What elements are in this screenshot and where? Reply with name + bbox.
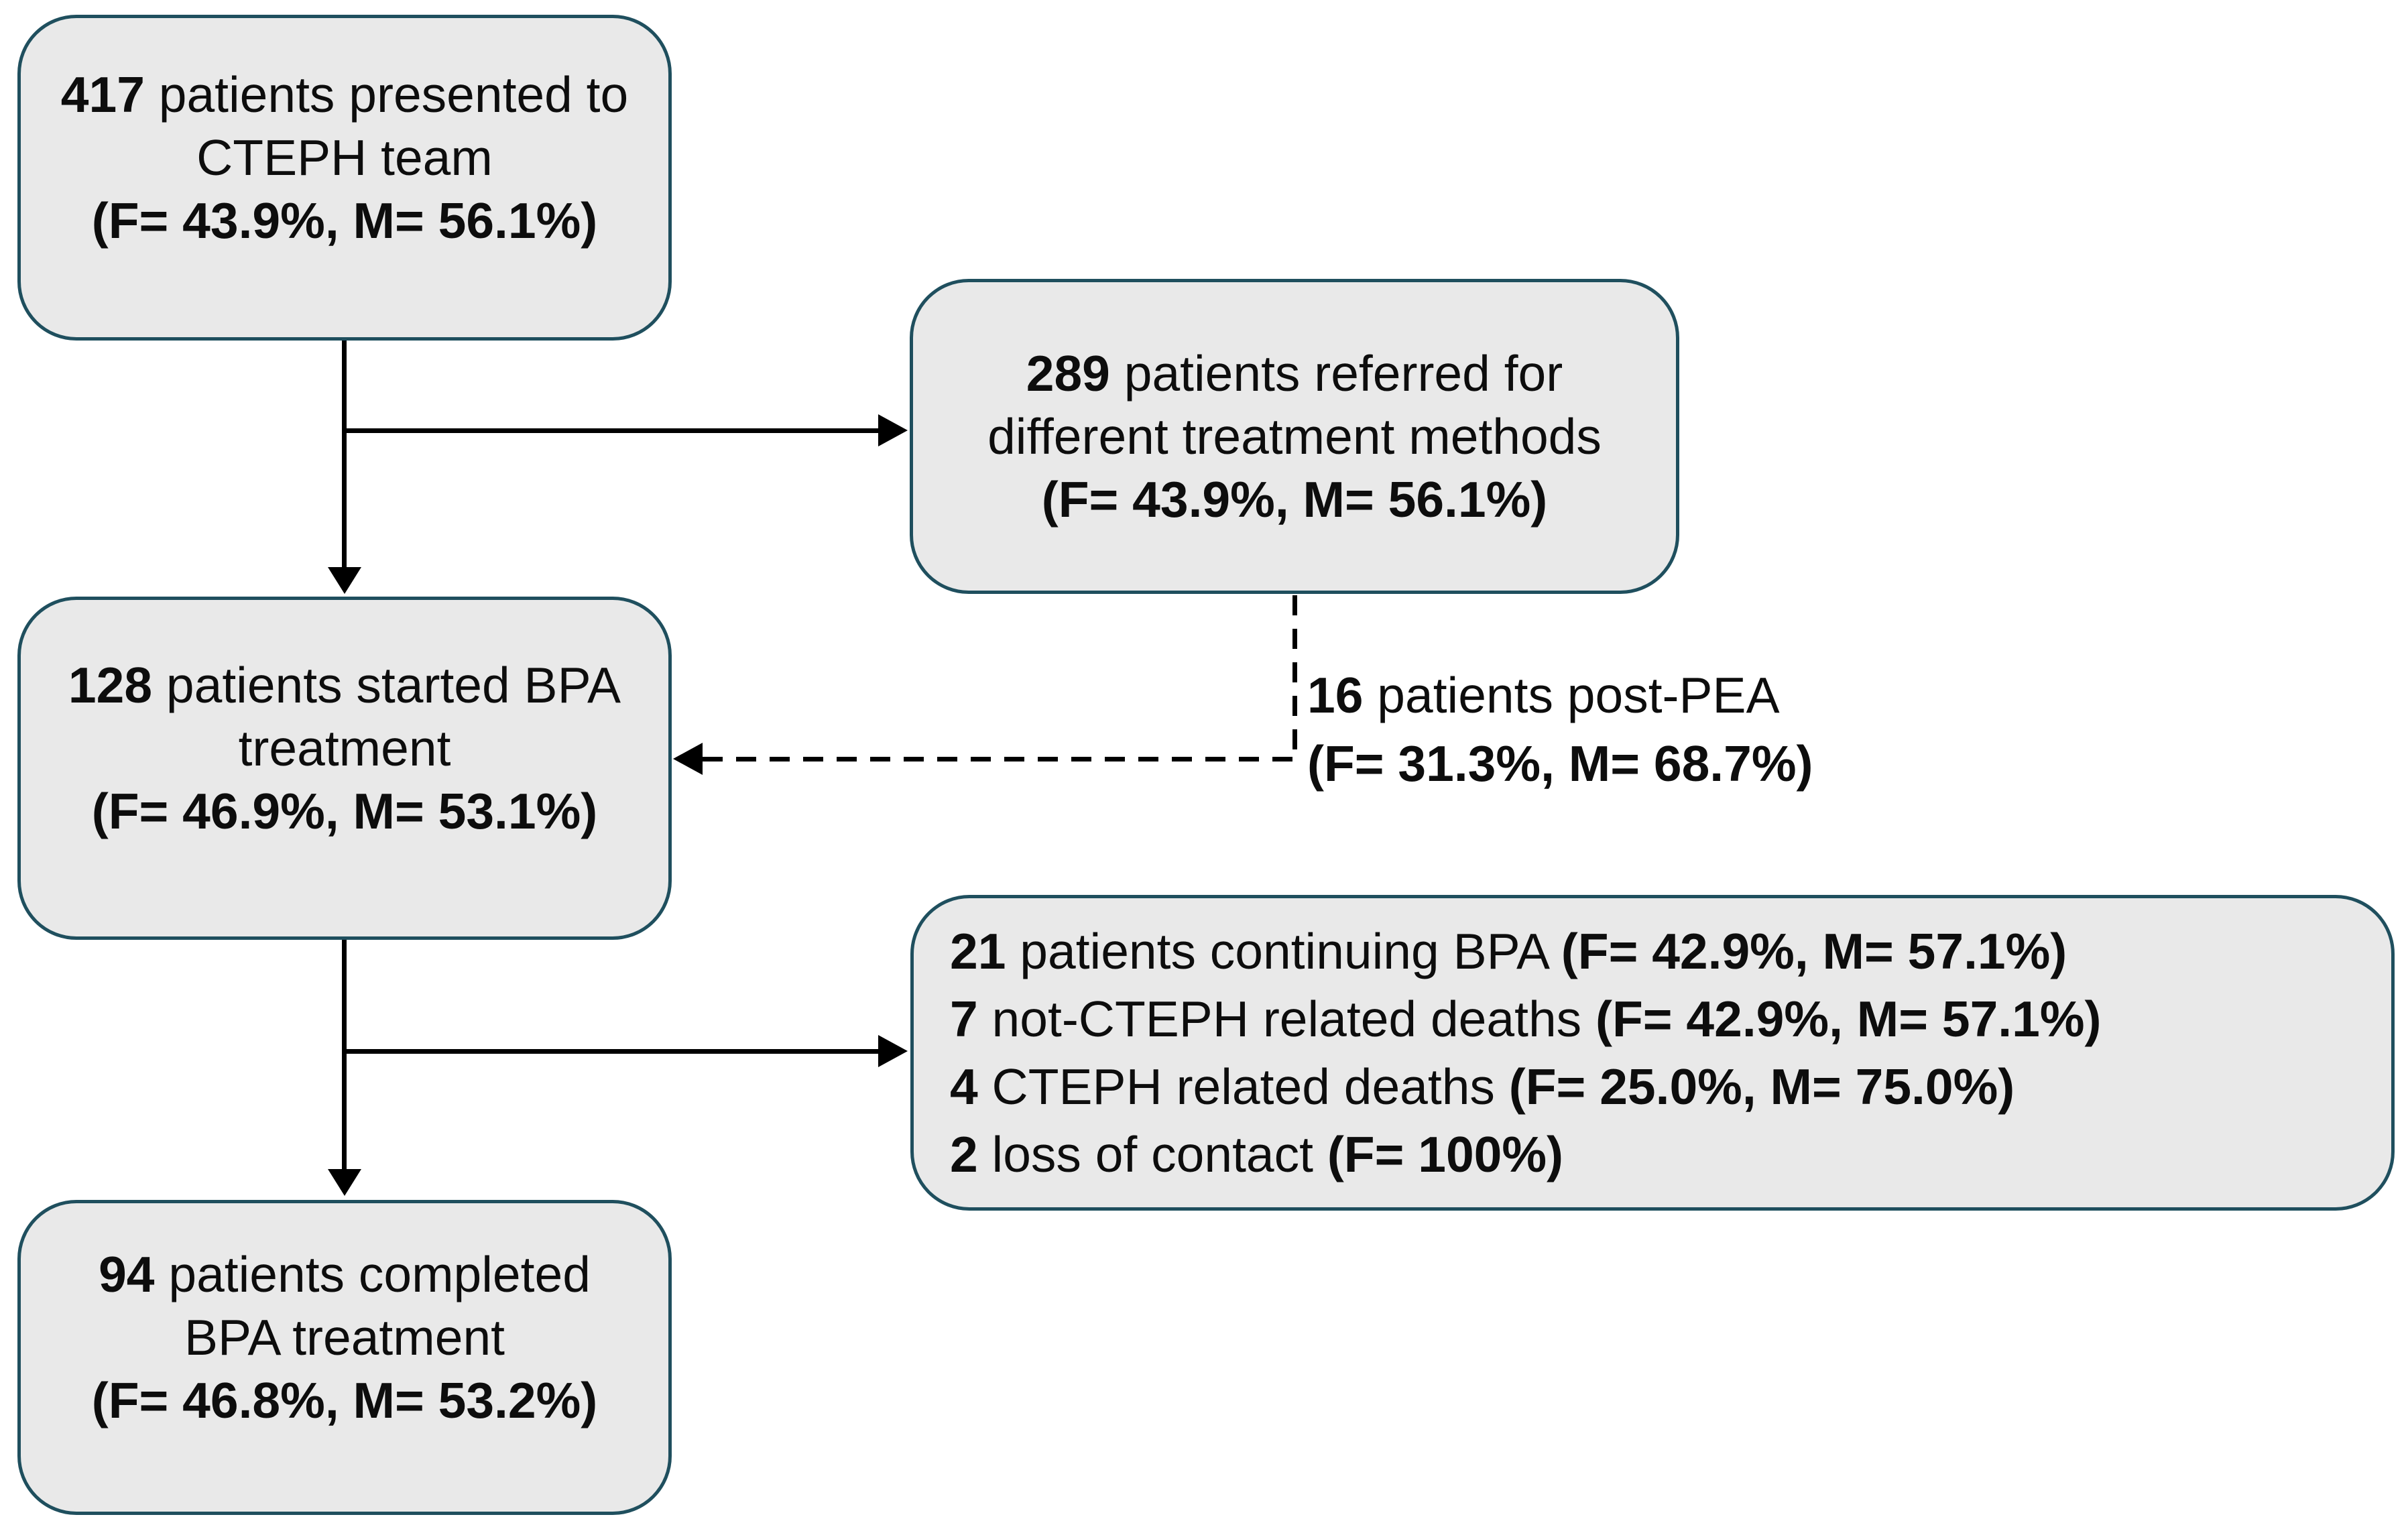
flow-box-outcomes: 21 patients continuing BPA (F= 42.9%, M=…: [910, 895, 2395, 1211]
sex-distribution: (F= 42.9%, M= 57.1%): [1561, 922, 2067, 979]
box-text-line: (F= 43.9%, M= 56.1%): [92, 189, 598, 252]
box-text-line: (F= 46.8%, M= 53.2%): [92, 1369, 598, 1432]
box-text-line: 289 patients referred for: [1026, 345, 1563, 402]
patient-count: 21: [950, 922, 1006, 979]
sex-distribution: (F= 43.9%, M= 56.1%): [91, 192, 598, 249]
arrowhead-down-icon: [328, 1169, 361, 1196]
flow-box-referred: 289 patients referred for different trea…: [910, 279, 1679, 594]
arrowhead-left-icon: [673, 743, 703, 775]
patient-count: 128: [68, 657, 153, 713]
arrowhead-down-icon: [328, 567, 361, 594]
patient-count: 417: [60, 66, 145, 123]
outcome-line-cteph-deaths: 4 CTEPH related deaths (F= 25.0%, M= 75.…: [950, 1058, 2015, 1115]
post-pea-label: 16 patients post-PEA (F= 31.3%, M= 68.7%…: [1307, 661, 1813, 798]
flow-box-completed-bpa: 94 patients completed BPA treatment (F= …: [17, 1200, 672, 1515]
flow-box-presented: 417 patients presented to CTEPH team (F=…: [17, 15, 672, 341]
box-text-line: (F= 46.9%, M= 53.1%): [92, 780, 598, 843]
box-text-line: 94 patients completed: [99, 1246, 591, 1302]
post-pea-line: 16 patients post-PEA: [1307, 667, 1780, 723]
arrow-started-to-completed-line: [342, 940, 347, 1170]
dashed-arrow-postpea-vertical: [1292, 595, 1297, 756]
patient-count: 289: [1026, 345, 1110, 402]
box-text-line: CTEPH team: [196, 129, 493, 186]
sex-distribution: (F= 46.9%, M= 53.1%): [91, 783, 598, 839]
patient-count: 16: [1307, 667, 1364, 723]
box-text-line: different treatment methods: [987, 408, 1602, 465]
patient-count: 2: [950, 1125, 978, 1182]
sex-distribution: (F= 42.9%, M= 57.1%): [1596, 990, 2102, 1047]
arrow-branch-to-referred-line: [342, 428, 878, 433]
outcome-line-noncteph-deaths: 7 not-CTEPH related deaths (F= 42.9%, M=…: [950, 990, 2102, 1047]
box-text-line: 128 patients started BPA: [68, 657, 621, 713]
box-text-line: 417 patients presented to: [60, 66, 629, 123]
sex-distribution: (F= 46.8%, M= 53.2%): [91, 1372, 598, 1428]
patient-count: 7: [950, 990, 978, 1047]
box-text-line: (F= 43.9%, M= 56.1%): [1042, 468, 1548, 531]
flow-box-started-bpa: 128 patients started BPA treatment (F= 4…: [17, 597, 672, 940]
dashed-arrow-postpea-horizontal: [703, 757, 1292, 762]
post-pea-sex-distribution: (F= 31.3%, M= 68.7%): [1307, 735, 1813, 792]
outcome-line-loss-of-contact: 2 loss of contact (F= 100%): [950, 1125, 1564, 1182]
box-text-line: treatment: [238, 720, 451, 776]
sex-distribution: (F= 25.0%, M= 75.0%): [1508, 1058, 2015, 1115]
box-text-line: BPA treatment: [184, 1309, 505, 1365]
patient-count: 4: [950, 1058, 978, 1115]
patient-count: 94: [99, 1246, 155, 1302]
arrowhead-right-icon: [878, 1035, 908, 1067]
arrow-presented-to-started-line: [342, 341, 347, 568]
sex-distribution: (F= 100%): [1327, 1125, 1564, 1182]
sex-distribution: (F= 43.9%, M= 56.1%): [1041, 471, 1548, 528]
outcome-line-continuing: 21 patients continuing BPA (F= 42.9%, M=…: [950, 922, 2067, 979]
arrowhead-right-icon: [878, 414, 908, 446]
arrow-branch-to-outcomes-line: [342, 1049, 878, 1054]
